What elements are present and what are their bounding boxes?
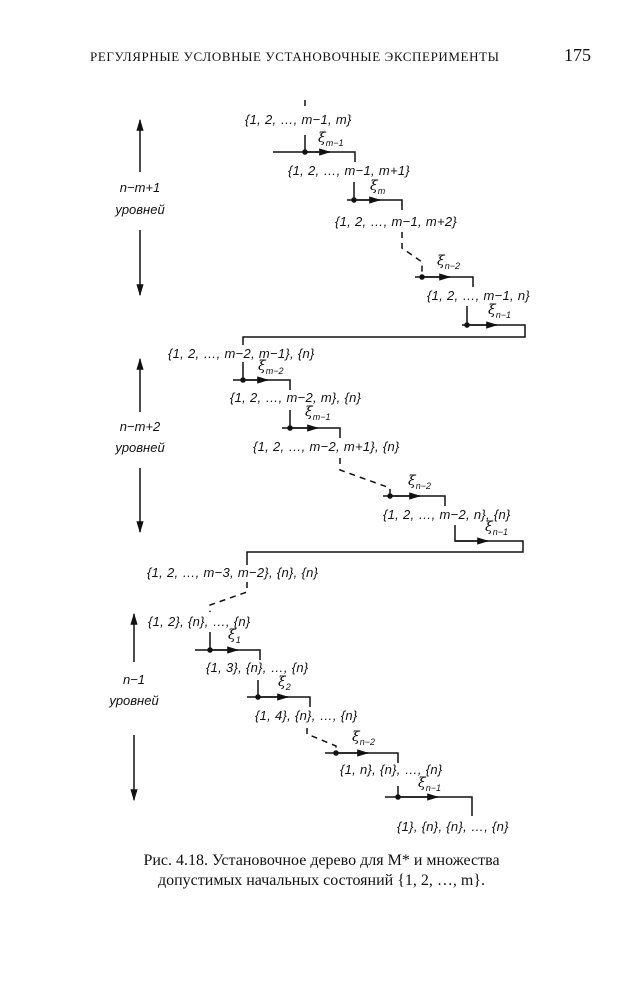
dashed-edge-1 <box>401 232 423 277</box>
tree-node: {1, 2, …, m−2, m−1}, {n} <box>168 346 315 361</box>
branch-dot <box>387 493 393 499</box>
tree-node: {1}, {n}, {n}, …, {n} <box>397 819 509 834</box>
tree-node: {1, 2, …, m−2, n}, {n} <box>383 507 511 522</box>
tree-node: {1, 2, …, m−2, m+1}, {n} <box>253 439 400 454</box>
tree-node: {1, 2, …, m−1, m+2} <box>335 214 458 229</box>
branch-dot <box>351 197 357 203</box>
input-label: ξ2 <box>278 674 291 692</box>
dashed-edge-4 <box>306 728 337 753</box>
input-label: ξm <box>370 178 386 196</box>
input-label: ξn−1 <box>485 519 508 537</box>
tree-node: {1, n}, {n}, …, {n} <box>340 762 443 777</box>
figure-caption-line-2: допустимых начальных состояний {1, 2, …,… <box>157 872 486 889</box>
branch-dot <box>302 149 308 155</box>
input-label: ξ1 <box>228 627 241 645</box>
tree-node: {1, 3}, {n}, …, {n} <box>206 660 309 675</box>
dashed-edge-3 <box>209 582 248 612</box>
level-count: n−m+2 <box>119 419 161 434</box>
level-count: n−1 <box>122 672 146 687</box>
input-label: ξn−1 <box>418 775 441 793</box>
branch-dot <box>333 750 339 756</box>
tree-node: {1, 2, …, m−1, m} <box>245 112 352 127</box>
input-label: ξm−2 <box>258 358 284 376</box>
input-label: ξm−1 <box>318 130 344 148</box>
tree-node: {1, 2, …, m−2, m}, {n} <box>230 390 362 405</box>
branch-dot <box>419 274 425 280</box>
running-title: РЕГУЛЯРНЫЕ УСЛОВНЫЕ УСТАНОВОЧНЫЕ ЭКСПЕРИ… <box>90 49 500 64</box>
branch-dot <box>207 647 213 653</box>
edge-4 <box>242 306 526 345</box>
level-count: n−m+1 <box>119 180 161 195</box>
edge-8 <box>246 525 524 565</box>
level-word: уровней <box>115 202 165 217</box>
branch-dot <box>395 794 401 800</box>
edge-1 <box>273 135 356 162</box>
tree-node: {1, 2}, {n}, …, {n} <box>148 614 251 629</box>
dashed-edge-2 <box>339 458 391 496</box>
tree-node: {1, 2, …, m−1, n} <box>427 288 531 303</box>
branch-dot <box>240 377 246 383</box>
input-label: ξn−2 <box>408 473 431 491</box>
branch-dot <box>464 322 470 328</box>
tree-node: {1, 2, …, m−3, m−2}, {n}, {n} <box>147 565 319 580</box>
figure-caption-line-1: Рис. 4.18. Установочное дерево для M* и … <box>143 852 500 869</box>
level-word: уровней <box>115 440 165 455</box>
level-word: уровней <box>109 693 159 708</box>
tree-node: {1, 4}, {n}, …, {n} <box>255 708 358 723</box>
input-label: ξn−1 <box>488 302 511 320</box>
input-label: ξm−1 <box>305 404 331 422</box>
branch-dot <box>287 425 293 431</box>
tree-node: {1, 2, …, m−1, m+1} <box>288 163 411 178</box>
page-number: 175 <box>564 45 591 65</box>
branch-dot <box>255 694 261 700</box>
input-label: ξn−2 <box>437 253 460 271</box>
input-label: ξn−2 <box>352 729 375 747</box>
